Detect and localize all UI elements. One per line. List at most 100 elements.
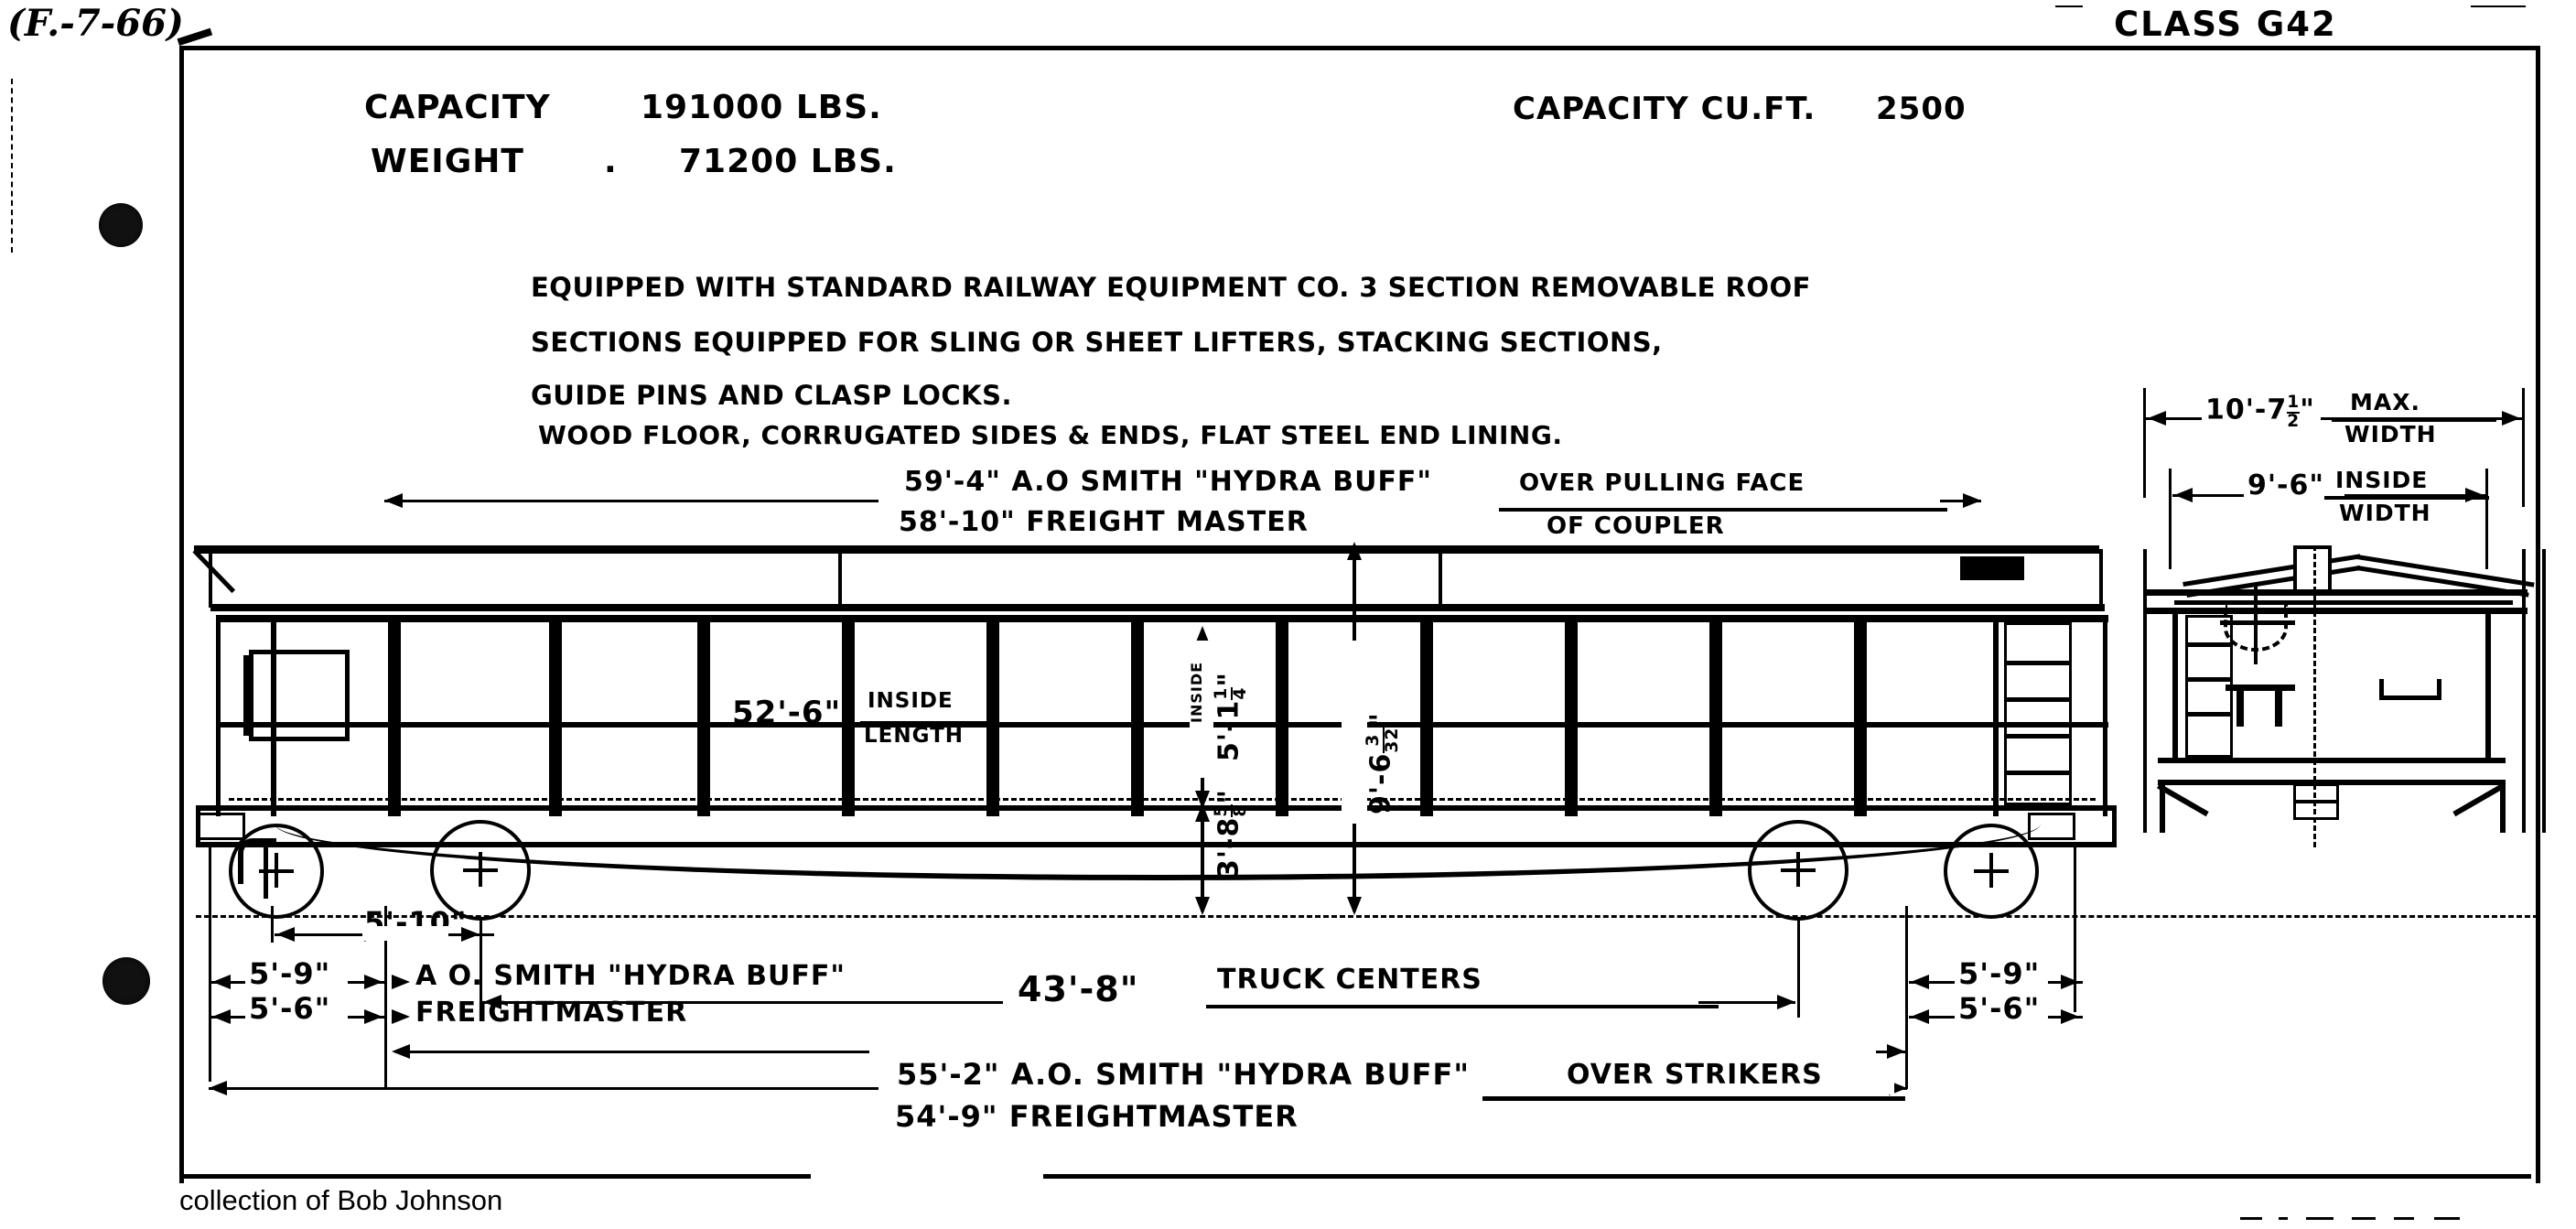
inside-width-arrow-left bbox=[2174, 488, 2193, 502]
side-post-10 bbox=[1565, 619, 1578, 816]
end-view-ext-left-max bbox=[2143, 388, 2146, 498]
inside-length-value: 52'-6" bbox=[732, 695, 842, 731]
end-eave-bottom bbox=[2147, 608, 2527, 614]
dim-5-6-right-arrow-l bbox=[1911, 1009, 1929, 1024]
drawing-frame bbox=[179, 46, 2540, 1183]
side-post-5 bbox=[842, 619, 855, 816]
side-post-4 bbox=[697, 619, 710, 816]
ladder-rung-4 bbox=[2004, 771, 2072, 775]
dim-5-6-note-arrow bbox=[392, 1009, 410, 1024]
car-side-bottom-sill-top bbox=[196, 805, 2116, 811]
truck-centers-mask bbox=[1003, 990, 1698, 1008]
end-grab-bar bbox=[2226, 685, 2295, 691]
car-roof-right-edge bbox=[2099, 549, 2103, 609]
ext-line-truck-right bbox=[1797, 917, 1800, 1018]
end-grab-leg-2 bbox=[2275, 688, 2282, 727]
overall-dim-arrow-left bbox=[384, 493, 403, 508]
bottom-right-mark-5 bbox=[2394, 1217, 2414, 1220]
car-side-sill-right-cap bbox=[2112, 805, 2117, 847]
cuft-value: 2500 bbox=[1876, 91, 1967, 127]
inside-width-value: 9'-6" bbox=[2247, 469, 2325, 501]
weight-value: 71200 LBS. bbox=[679, 143, 897, 180]
bottom-right-mark-4 bbox=[2352, 1217, 2376, 1220]
sheet-code: (F.-7-66) bbox=[7, 2, 184, 45]
weight-label: WEIGHT bbox=[371, 143, 524, 180]
roof-hatch-box bbox=[1960, 556, 2024, 580]
bottom-right-mark-2 bbox=[2279, 1217, 2288, 1220]
side-left-end-opening-inner bbox=[243, 655, 249, 736]
bottom-right-mark-3 bbox=[2306, 1217, 2333, 1220]
extreme-height-text-mask bbox=[1342, 641, 1367, 824]
car-side-belt-rail bbox=[216, 722, 2108, 728]
car-underframe-curve bbox=[275, 824, 2041, 880]
over-coupler-note-1: OVER PULLING FACE bbox=[1519, 469, 1805, 497]
over-coupler-note-2: OF COUPLER bbox=[1547, 512, 1725, 540]
over-coupler-dim-1: 59'-4" A.O SMITH "HYDRA BUFF" bbox=[904, 466, 1433, 498]
side-post-7 bbox=[1131, 619, 1144, 816]
over-strikers-note-underline bbox=[1482, 1096, 1905, 1101]
dim-5-9-right-value: 5'-9" bbox=[1958, 956, 2041, 991]
side-left-end-opening bbox=[249, 650, 350, 741]
capacity-value: 191000 LBS. bbox=[641, 89, 882, 126]
dim-5-10-mask bbox=[362, 926, 450, 941]
inside-width-note-2: WIDTH bbox=[2339, 500, 2431, 526]
side-post-3 bbox=[549, 619, 562, 816]
inside-height-feet-inches: 5'-1 bbox=[1213, 699, 1245, 761]
note-line-4: WOOD FLOOR, CORRUGATED SIDES & ENDS, FLA… bbox=[538, 420, 1563, 450]
end-view-far-right-outline bbox=[2542, 549, 2546, 833]
side-post-13 bbox=[1993, 619, 1999, 816]
inside-height-arrow-up bbox=[1195, 626, 1210, 644]
wheel-4-cross-v bbox=[1989, 853, 1993, 888]
floor-height-arrow-down bbox=[1195, 897, 1210, 915]
inside-length-note-underline bbox=[860, 721, 997, 725]
overall-dim-arrow-right bbox=[1963, 493, 1981, 508]
over-strikers-note: OVER STRIKERS bbox=[1567, 1059, 1823, 1091]
side-post-12 bbox=[1854, 619, 1867, 816]
end-view-ext-right-max bbox=[2522, 388, 2525, 507]
ext-line-mid-left bbox=[271, 906, 274, 943]
extreme-height-arrow-down bbox=[1347, 897, 1362, 915]
cuft-label: CAPACITY CU.FT. bbox=[1513, 91, 1816, 127]
inside-length-note-1: INSIDE bbox=[868, 689, 954, 713]
inside-width-mask bbox=[2244, 485, 2344, 503]
side-post-2 bbox=[388, 619, 401, 816]
side-post-8 bbox=[1276, 619, 1288, 816]
dim-5-6-right-value: 5'-6" bbox=[1958, 991, 2041, 1026]
inside-width-note-underline bbox=[2324, 496, 2489, 500]
dim-5-6-left-arrow-l bbox=[212, 1009, 231, 1024]
car-interior-floor-dashed bbox=[229, 798, 2096, 801]
over-coupler-note-underline bbox=[1499, 508, 1947, 512]
weight-dot: . bbox=[604, 143, 618, 180]
dim-5-9-right-arrow-r bbox=[2061, 975, 2079, 989]
end-right-hook bbox=[2379, 679, 2441, 700]
ext-line-right-coupler bbox=[2074, 847, 2076, 1012]
dim-5-10-arrow-right-2 bbox=[461, 927, 480, 942]
ext-line-right-striker bbox=[1905, 906, 1908, 1089]
max-width-note-underline bbox=[2332, 418, 2496, 422]
dim-5-9-left-arrow-r bbox=[364, 975, 383, 989]
extreme-height-unit: " bbox=[1364, 712, 1397, 728]
end-step-right-vert bbox=[2500, 783, 2506, 833]
class-label: CLASS G42 bbox=[2114, 5, 2337, 44]
note-line-3: GUIDE PINS AND CLASP LOCKS. bbox=[531, 380, 1012, 411]
floor-height-unit: " bbox=[1213, 789, 1245, 804]
end-view-ext-right-inside bbox=[2485, 469, 2488, 569]
bottom-right-mark-6 bbox=[2434, 1217, 2460, 1220]
over-strikers-mask bbox=[878, 1076, 1894, 1094]
car-side-left-post-edge bbox=[216, 615, 221, 816]
end-view-center-line bbox=[2313, 545, 2316, 847]
end-body-sill-top bbox=[2158, 758, 2506, 763]
car-side-top-rail bbox=[216, 615, 2108, 622]
inside-width-arrow-right bbox=[2465, 488, 2484, 502]
end-eave-top bbox=[2147, 589, 2527, 596]
coupler-left bbox=[198, 813, 245, 840]
end-view-left-outline bbox=[2143, 549, 2147, 833]
frame-bottom-right bbox=[1043, 1174, 2531, 1179]
rail-ground-line bbox=[196, 915, 2538, 918]
max-width-unit: " bbox=[2300, 393, 2315, 426]
car-side-right-post-edge bbox=[2103, 615, 2107, 816]
dim-5-9-left-arrow-l bbox=[212, 975, 231, 989]
